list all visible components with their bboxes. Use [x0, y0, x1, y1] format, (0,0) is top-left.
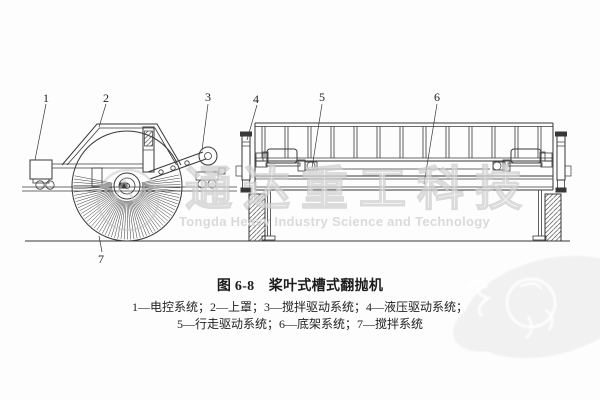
hydraulic-cylinder-left	[235, 131, 252, 193]
bottom-frame-beam	[255, 175, 553, 191]
support-piers	[248, 190, 562, 242]
stamp-watermark	[453, 255, 600, 359]
callout-1: 1	[43, 91, 49, 105]
paddle-wheel	[71, 130, 183, 242]
callout-5: 5	[319, 90, 325, 104]
watermark-english-text: Tongda Heavy Industry Science and Techno…	[179, 214, 491, 229]
watermark-logo-icon	[96, 168, 160, 232]
upper-cover	[61, 123, 182, 166]
callout-2: 2	[103, 91, 109, 105]
stir-drive-arm	[147, 146, 226, 189]
hydraulic-cylinder-right	[555, 131, 572, 193]
watermark-chinese-text: 通达重工科技	[184, 164, 533, 216]
paddle-machine-side-view	[29, 123, 226, 242]
figure-caption: 图 6-8 桨叶式槽式翻抛机	[216, 279, 384, 294]
callout-7: 7	[98, 252, 104, 266]
callout-labels: 1 2 3 4 5 6 7	[43, 90, 440, 266]
electric-control-box	[29, 159, 53, 180]
callout-leaders	[34, 103, 438, 253]
figure-legend-line2: 5—行走驱动系统；6—底架系统；7—搅拌系统	[176, 317, 423, 331]
drive-motors	[255, 148, 553, 172]
callout-3: 3	[205, 90, 211, 104]
trough-machine-side-view	[235, 122, 572, 242]
callout-4: 4	[253, 92, 259, 106]
callout-6: 6	[434, 90, 440, 104]
figure-legend-line1: 1—电控系统；2—上罩；3—搅拌驱动系统；4—液压驱动系统；	[131, 300, 468, 314]
